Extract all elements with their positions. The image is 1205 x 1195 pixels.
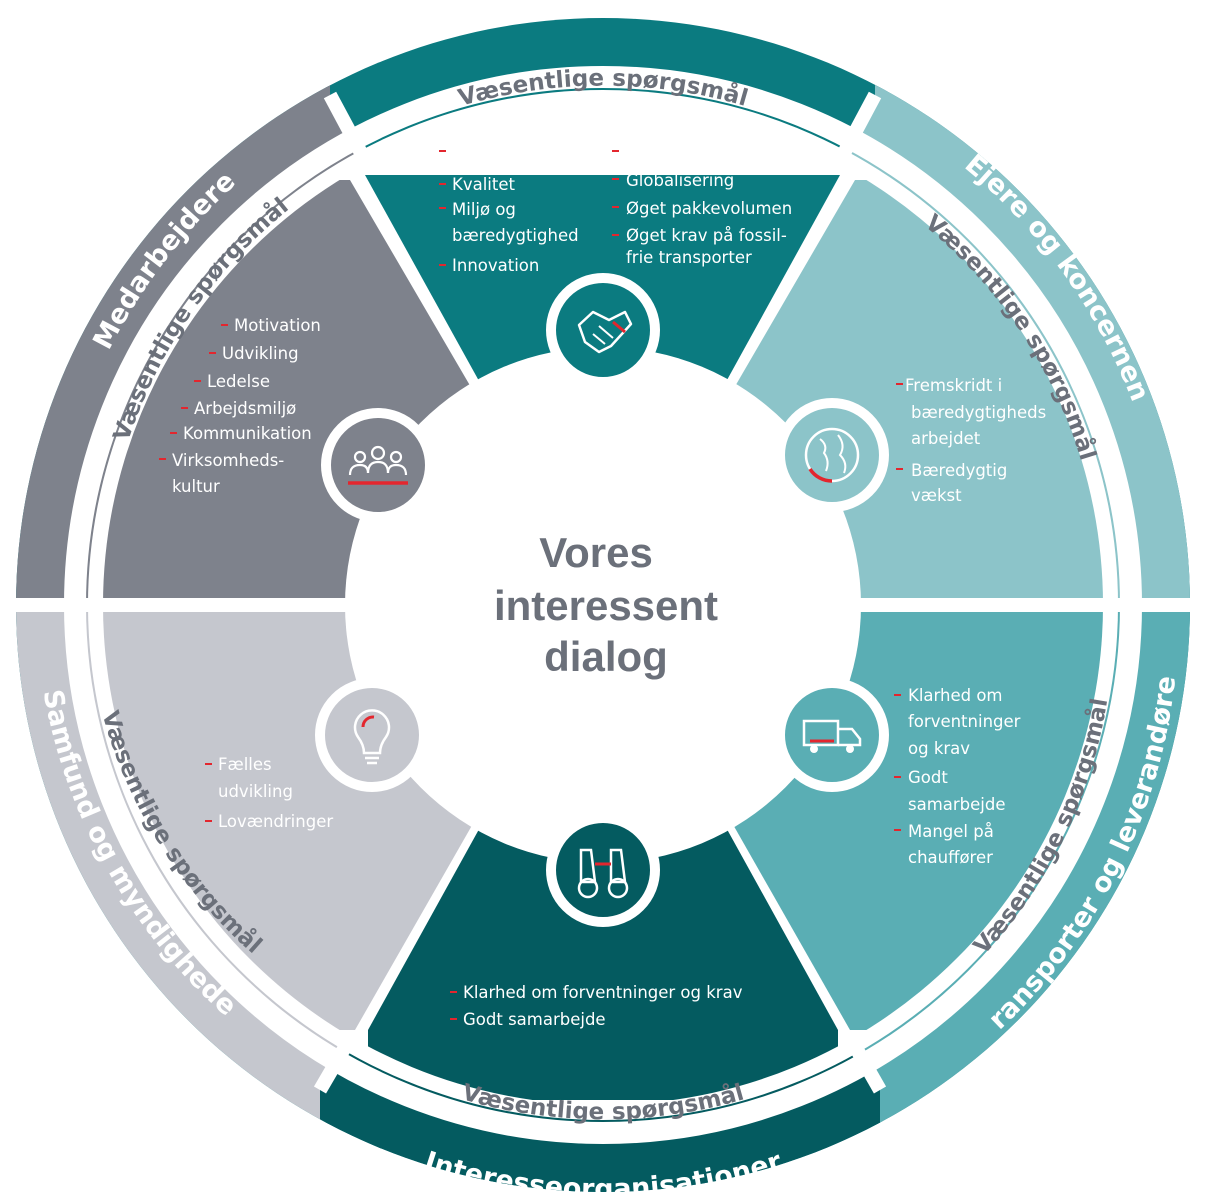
transport-list: Klarhed om forventninger og krav Godt sa… [894,686,1021,867]
list-item: forventninger [908,712,1021,731]
list-item: Udvikling [222,344,299,363]
list-item: Kundeanmodning [452,143,597,162]
list-item: Øget krav på fossil- [626,226,787,245]
list-item: Mangel på [908,822,994,841]
list-item: vækst [911,486,962,505]
list-item: og krav [908,739,970,758]
center-circle [345,347,861,863]
list-item: Motivation [234,316,321,335]
samfund-list: Fælles udvikling Lovændringer [205,755,333,831]
lightbulb-icon [315,678,429,792]
list-item: kultur [172,477,220,496]
list-item: Godt samarbejde [463,1010,606,1029]
medarbejdere-list: Motivation Udvikling Ledelse Arbejdsmilj… [159,316,321,496]
list-item: Lovændringer [218,812,333,831]
list-item: Fremskridt i [905,376,1002,395]
list-item: Klarhed om [908,686,1003,705]
list-item: Klarhed om forventninger og krav [463,983,743,1002]
truck-icon [775,678,889,792]
globe-icon [775,398,889,512]
interesse-list: Klarhed om forventninger og krav Godt sa… [450,983,743,1029]
list-item: Digitalisering [626,143,735,162]
kunder-list-col1: Kundeanmodning Kvalitet Miljø og bæredyg… [439,143,597,275]
list-item: Innovation [452,256,539,275]
list-item: Miljø og [452,200,516,219]
list-item: Virksomheds- [172,451,284,470]
people-icon [321,408,435,522]
group-label-kunder: Kunder [546,0,660,21]
list-item: udvikling [218,782,293,801]
list-item: bæredygtigheds [911,403,1046,422]
list-item: chauffører [908,848,993,867]
binoculars-icon [546,813,660,927]
kunder-list-col2: Digitalisering Globalisering Øget pakkev… [612,143,792,267]
list-item: samarbejde [908,795,1006,814]
list-item: Kommunikation [183,424,312,443]
list-item: Arbejdsmiljø [194,399,296,418]
center-title-line-1: Vores [539,529,653,576]
list-item: frie transporter [626,248,752,267]
list-item: Kvalitet [452,175,515,194]
list-item: Ledelse [207,372,270,391]
list-item: arbejdet [911,429,981,448]
list-item: Fælles [218,755,272,774]
list-item: Øget pakkevolumen [626,199,792,218]
list-item: Bæredygtig [911,461,1007,480]
list-item: Godt [908,768,948,787]
ejere-list: Fremskridt i bæredygtigheds arbejdet Bær… [896,376,1046,505]
center-title-line-2: interessent [494,582,718,629]
list-item: Globalisering [626,171,734,190]
list-item: bæredygtighed [452,226,579,245]
center-title-line-3: dialog [544,633,668,680]
handshake-icon [546,273,660,387]
